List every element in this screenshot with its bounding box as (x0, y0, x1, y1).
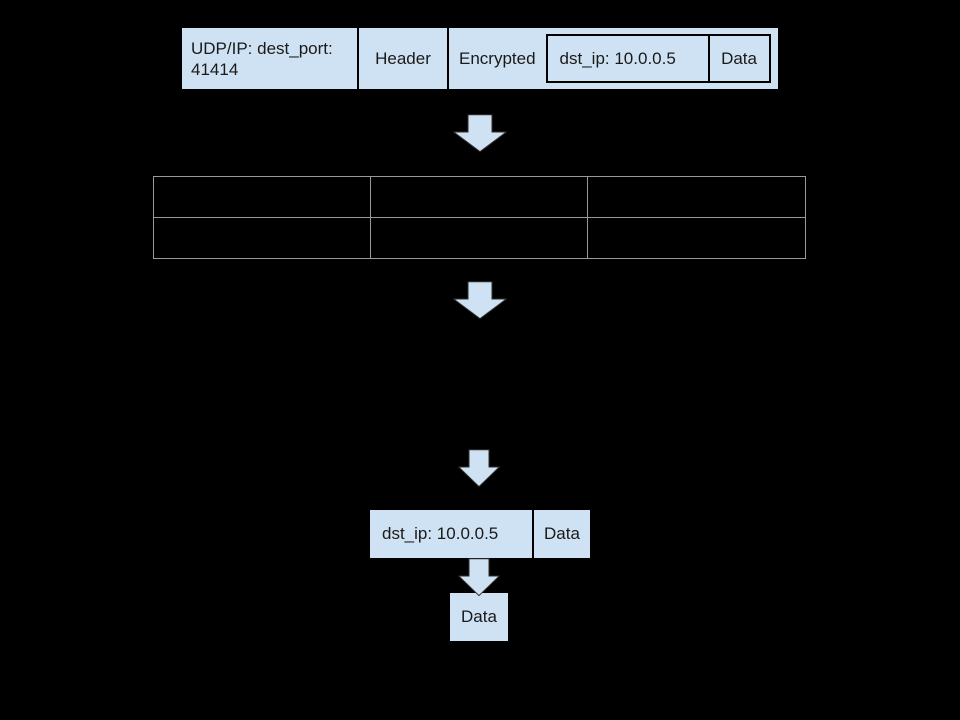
udp-packet-bar: UDP/IP: dest_port: 41414 Header Encrypte… (180, 26, 780, 91)
down-arrow-icon (458, 558, 500, 597)
payload-dstip-label: dst_ip: 10.0.0.5 (559, 49, 676, 68)
packet-encrypted-cell: Encrypted dst_ip: 10.0.0.5 Data (447, 28, 778, 89)
down-arrow-icon (458, 449, 500, 488)
packet-udp-cell: UDP/IP: dest_port: 41414 (182, 28, 357, 89)
data-box-label: Data (461, 607, 497, 626)
routing-table (153, 176, 806, 259)
table-cell (371, 217, 588, 258)
decrypted-packet-box: dst_ip: 10.0.0.5 Data (370, 510, 590, 558)
payload-data-cell: Data (707, 36, 769, 81)
data-box: Data (450, 593, 508, 641)
table-cell (588, 177, 805, 218)
table-cell (154, 217, 371, 258)
payload-dstip-cell: dst_ip: 10.0.0.5 (548, 36, 708, 81)
packet-header-cell: Header (357, 28, 447, 89)
decrypted-data-cell: Data (532, 510, 590, 558)
down-arrow-icon (453, 114, 507, 153)
packet-header-label: Header (375, 49, 431, 68)
table-cell (154, 177, 371, 218)
packet-encrypted-label: Encrypted (459, 49, 536, 68)
down-arrow-icon (453, 281, 507, 320)
packet-udp-label: UDP/IP: dest_port: 41414 (191, 38, 333, 79)
encrypted-payload-box: dst_ip: 10.0.0.5 Data (545, 34, 771, 83)
payload-data-label: Data (721, 49, 757, 68)
table-cell (588, 218, 805, 259)
decrypted-dstip-cell: dst_ip: 10.0.0.5 (370, 510, 532, 558)
table-cell (371, 177, 588, 218)
decrypted-data-label: Data (544, 524, 580, 543)
decrypted-dstip-label: dst_ip: 10.0.0.5 (382, 524, 499, 543)
